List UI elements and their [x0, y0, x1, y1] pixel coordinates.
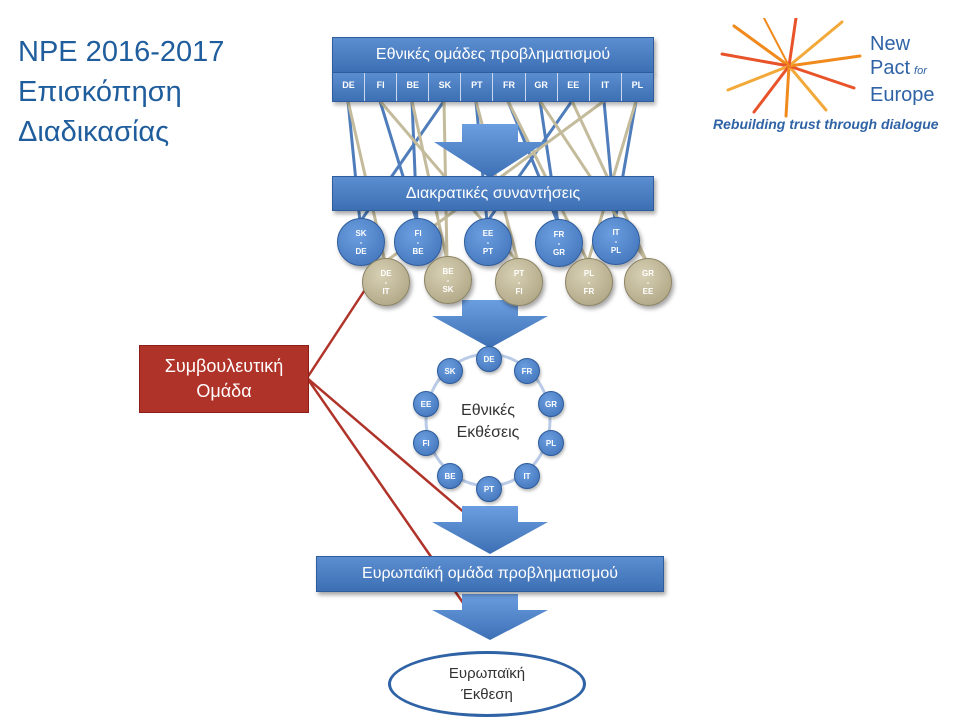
pair-circle: GR-EE [624, 258, 672, 306]
national-reports-label: Εθνικές Εκθέσεις [456, 402, 520, 441]
report-node: FI [413, 430, 439, 456]
country-cell: PL [621, 73, 653, 101]
report-node: EE [413, 391, 439, 417]
logo-word-1: New [870, 33, 911, 55]
country-cell: FI [365, 73, 398, 101]
pair-circle: PT-FI [495, 258, 543, 306]
transnational-meetings-bar: Διακρατικές συναντήσεις [332, 176, 654, 211]
pair-circle: SK-DE [337, 218, 385, 266]
logo-slogan: Rebuilding trust through dialogue [713, 116, 939, 132]
pair-circle: PL-FR [565, 258, 613, 306]
pair-circle: BE-SK [424, 256, 472, 304]
pair-circle: IT-PL [592, 217, 640, 265]
report-node: BE [437, 463, 463, 489]
country-cell: EE [557, 73, 590, 101]
report-node: PL [538, 430, 564, 456]
pair-circle: EE-PT [464, 218, 512, 266]
country-cell: DE [333, 73, 366, 101]
title-line-1: NPE 2016-2017 [18, 36, 225, 68]
european-report-line-2: Έκθεση [461, 686, 513, 703]
report-node: DE [476, 346, 502, 372]
pair-circle: FI-BE [394, 218, 442, 266]
country-row: DE FI BE SK PT FR GR EE IT PL [332, 72, 654, 102]
page-title: NPE 2016-2017 Επισκόπηση Διαδικασίας [18, 32, 318, 152]
title-line-3: Διαδικασίας [18, 116, 170, 148]
logo-word-small: for [914, 65, 927, 77]
logo-word-3: Europe [870, 84, 935, 106]
down-arrow-icon [432, 594, 548, 640]
advisory-line-1: Συμβουλευτική [164, 356, 284, 376]
european-group-label: Ευρωπαϊκή ομάδα προβληματισμού [362, 565, 618, 582]
country-cell: FR [493, 73, 526, 101]
country-cell: PT [461, 73, 494, 101]
advisory-group-box: Συμβουλευτική Ομάδα [139, 345, 309, 413]
advisory-line-2: Ομάδα [196, 381, 252, 401]
sunburst-icon [720, 18, 862, 118]
down-arrow-icon [434, 124, 546, 178]
report-node: FR [514, 358, 540, 384]
report-node: PT [476, 476, 502, 502]
transnational-label: Διακρατικές συναντήσεις [405, 184, 581, 202]
country-cell: IT [589, 73, 622, 101]
european-report-line-1: Ευρωπαϊκή [448, 665, 526, 682]
report-node: IT [514, 463, 540, 489]
european-group-bar: Ευρωπαϊκή ομάδα προβληματισμού [316, 556, 664, 592]
pair-circle: FR-GR [535, 219, 583, 267]
down-arrow-icon [432, 506, 548, 554]
country-cell: GR [525, 73, 558, 101]
logo-word-2: Pact [870, 57, 911, 79]
pair-circle: DE-IT [362, 258, 410, 306]
national-groups-header: Εθνικές ομάδες προβληματισμού [332, 37, 654, 73]
down-arrow-icon [432, 300, 548, 348]
country-cell: SK [429, 73, 462, 101]
country-cell: BE [397, 73, 430, 101]
national-groups-label: Εθνικές ομάδες προβληματισμού [375, 46, 611, 63]
report-node: GR [538, 391, 564, 417]
title-line-2: Επισκόπηση [18, 76, 182, 108]
report-node: SK [437, 358, 463, 384]
european-report-ellipse: Ευρωπαϊκή Έκθεση [388, 651, 586, 717]
